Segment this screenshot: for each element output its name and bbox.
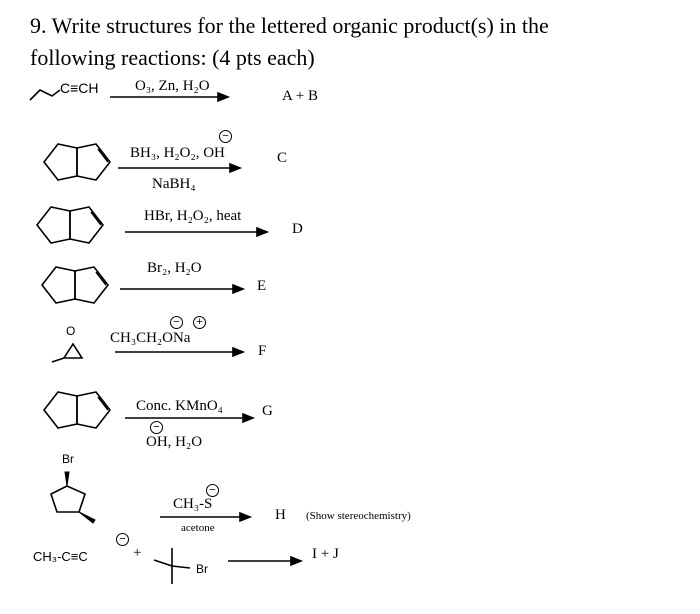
- bicyclic-alkene-structure-r3: [35, 206, 105, 244]
- minus-charge-r7: −: [206, 484, 219, 497]
- reagents-r7-below: acetone: [181, 522, 215, 534]
- bicyclic-alkene-structure-r2: [42, 143, 112, 181]
- reagents-r2-above: BH₃, H₂O₂, OH: [130, 145, 225, 161]
- arrow-r2: [118, 162, 243, 174]
- arrow-r4: [120, 283, 246, 295]
- minus-charge-r2: −: [219, 130, 232, 143]
- products-r3: D: [292, 221, 303, 237]
- products-r7: H: [275, 507, 286, 523]
- products-r2: C: [277, 150, 288, 166]
- arrow-r3: [125, 226, 270, 238]
- bicyclic-alkene-structure-r4: [40, 266, 110, 304]
- reagents-r1: O₃, Zn, H₂O: [135, 78, 210, 94]
- reagents-r7-above: CH₃-S: [173, 496, 213, 512]
- tert-butyl-bromide-structure: [153, 548, 191, 584]
- arrow-r8: [228, 555, 304, 567]
- plus-charge-r5: +: [193, 316, 206, 329]
- reagents-r3: HBr, H₂O₂, heat: [144, 208, 242, 224]
- products-r5: F: [258, 343, 267, 359]
- reagents-r4: Br₂, H₂O: [147, 260, 202, 276]
- bromine-label-r7: Br: [62, 452, 74, 466]
- epoxide-structure: [51, 342, 84, 363]
- reagents-r2-below: NaBH₄: [152, 176, 196, 192]
- question-line-1: 9. Write structures for the lettered org…: [30, 13, 549, 38]
- arrow-r1: [110, 91, 231, 103]
- arrow-r7: [160, 511, 253, 523]
- reagents-r5: CH₃CH₂ONa: [110, 330, 191, 346]
- question-title: 9. Write structures for the lettered org…: [30, 10, 549, 74]
- reagents-r6-above: Conc. KMnO₄: [136, 398, 223, 414]
- products-r6: G: [262, 403, 273, 419]
- products-r1: A + B: [282, 88, 318, 104]
- bicyclic-alkene-structure-r6: [42, 391, 112, 429]
- reagents-r6-below: OH, H₂O: [146, 434, 203, 450]
- minus-charge-r6: −: [150, 421, 163, 434]
- question-line-2: following reactions: (4 pts each): [30, 45, 315, 70]
- products-r8: I + J: [312, 546, 339, 562]
- bromine-label-r8: Br: [196, 562, 208, 576]
- epoxide-oxygen-label: O: [66, 324, 76, 338]
- products-r4: E: [257, 278, 267, 294]
- arrow-r6: [125, 412, 256, 424]
- propynide-label: CH₃-C≡C: [33, 549, 88, 564]
- minus-charge-r8: −: [116, 533, 129, 546]
- plus-sign-r8: +: [133, 545, 142, 561]
- alkyne-label: C≡CH: [60, 80, 99, 96]
- propyl-chain-structure: [29, 89, 61, 101]
- arrow-r5: [115, 346, 246, 358]
- stereochemistry-note: (Show stereochemistry): [306, 510, 411, 522]
- bromocyclopentane-methyl-structure: [50, 471, 96, 524]
- minus-charge-r5: −: [170, 316, 183, 329]
